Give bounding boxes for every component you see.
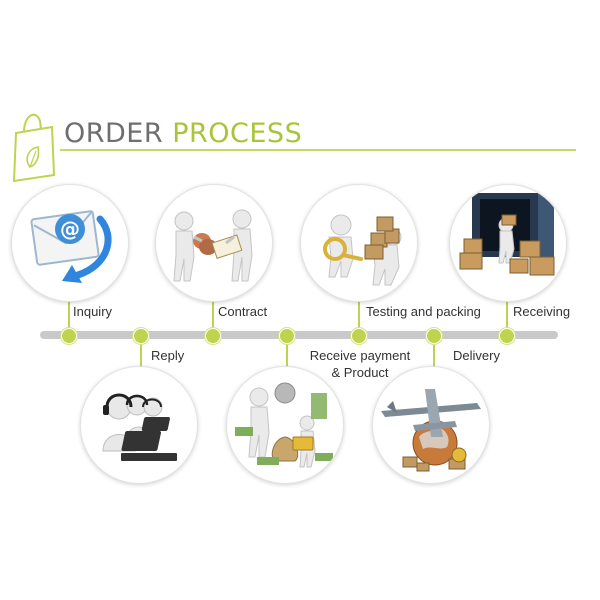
timeline-dot-receiving bbox=[499, 328, 515, 344]
title-process: PROCESS bbox=[172, 118, 303, 149]
page-title: ORDER PROCESS bbox=[64, 118, 302, 149]
connector-payment bbox=[286, 336, 288, 369]
step-image-payment bbox=[226, 366, 344, 484]
airplane-globe-icon bbox=[381, 389, 481, 472]
step-label-payment-line1: Receive payment bbox=[309, 348, 411, 363]
step-label-receiving: Receiving bbox=[513, 304, 571, 319]
step-image-inquiry: @ bbox=[11, 184, 129, 302]
title-underline bbox=[60, 149, 576, 151]
timeline-dot-delivery bbox=[426, 328, 442, 344]
step-label-testing: Testing and packing bbox=[366, 304, 481, 319]
step-image-delivery bbox=[372, 366, 490, 484]
call-center-icon bbox=[102, 393, 177, 461]
step-image-reply bbox=[80, 366, 198, 484]
step-image-receiving bbox=[449, 184, 567, 302]
connector-reply bbox=[140, 336, 142, 369]
svg-text:@: @ bbox=[60, 217, 80, 241]
step-label-payment: Receive payment & Product bbox=[300, 348, 420, 380]
timeline-dot-contract bbox=[205, 328, 221, 344]
timeline-bar bbox=[40, 331, 558, 339]
testing-packing-icon bbox=[323, 214, 402, 286]
timeline-dot-inquiry bbox=[61, 328, 77, 344]
step-label-inquiry: Inquiry bbox=[73, 304, 113, 319]
step-label-payment-line2: & Product bbox=[331, 365, 389, 380]
payment-icon bbox=[235, 382, 333, 468]
connector-delivery bbox=[433, 336, 435, 369]
timeline-dot-testing bbox=[351, 328, 367, 344]
connector-testing bbox=[358, 298, 360, 333]
container-boxes-icon bbox=[459, 193, 555, 276]
step-image-testing bbox=[300, 184, 418, 302]
shopping-bag-icon bbox=[12, 113, 56, 183]
title-order: ORDER bbox=[64, 118, 173, 149]
handshake-contract-icon bbox=[173, 209, 253, 282]
email-icon: @ bbox=[30, 210, 112, 283]
step-label-delivery: Delivery bbox=[453, 348, 500, 363]
step-label-contract: Contract bbox=[218, 304, 268, 319]
step-label-reply: Reply bbox=[151, 348, 185, 363]
timeline-dot-payment bbox=[279, 328, 295, 344]
timeline-dot-reply bbox=[133, 328, 149, 344]
connector-receiving bbox=[506, 298, 508, 333]
connector-inquiry bbox=[68, 298, 70, 333]
step-image-contract bbox=[155, 184, 273, 302]
connector-contract bbox=[212, 298, 214, 333]
